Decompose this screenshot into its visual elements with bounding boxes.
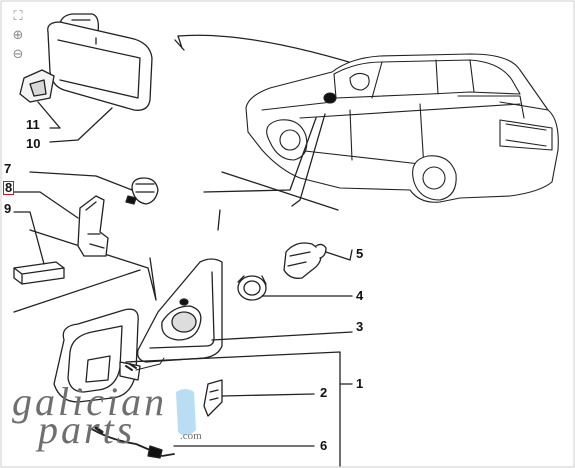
zoom-out-icon[interactable]: ⊖ — [12, 47, 24, 62]
part-9-pad — [13, 261, 65, 285]
part-7-plug — [125, 177, 159, 205]
leader-9 — [13, 211, 45, 265]
callout-11[interactable]: 11 — [26, 117, 40, 132]
assembly-bracket — [125, 351, 341, 467]
zoom-in-icon[interactable]: ⊕ — [12, 28, 24, 43]
watermark-accent — [176, 389, 196, 436]
watermark-text-line1: galician — [12, 379, 168, 424]
leader-3 — [211, 331, 353, 341]
interior-mirror — [47, 13, 153, 111]
leader-10 — [49, 107, 113, 143]
callout-6[interactable]: 6 — [320, 438, 328, 453]
callout-2[interactable]: 2 — [320, 385, 328, 400]
leader-mirror-to-car — [177, 34, 376, 71]
leader-8 — [13, 191, 79, 219]
callout-5[interactable]: 5 — [356, 246, 364, 261]
callout-7[interactable]: 7 — [4, 161, 12, 176]
exploded-view-bracket — [29, 229, 157, 301]
callout-3[interactable]: 3 — [356, 319, 364, 334]
part-8-cover — [77, 195, 109, 257]
callout-9[interactable]: 9 — [4, 201, 12, 216]
part-3-housing — [137, 258, 223, 363]
watermark-text-line2: parts — [38, 407, 136, 452]
leader-11 — [37, 101, 61, 129]
part-2-mirror-glass — [203, 379, 223, 417]
callout-10[interactable]: 10 — [26, 136, 41, 151]
leader-car-to-door-mirror — [203, 117, 317, 193]
leader-2 — [221, 393, 315, 397]
leader-7 — [29, 171, 133, 191]
part-5-holder — [283, 242, 327, 279]
callout-4[interactable]: 4 — [356, 288, 364, 303]
leader-5 — [325, 249, 353, 261]
part-1-mirror-assembly — [53, 308, 165, 403]
part-6-cable — [89, 426, 175, 459]
mirror-mount-clip — [19, 69, 55, 103]
fit-screen-icon[interactable]: ⛶ — [13, 9, 23, 24]
part-4-socket — [237, 275, 267, 301]
car-illustration — [245, 53, 559, 203]
callout-8-selected[interactable]: 8 — [3, 180, 15, 195]
watermark-domain-suffix: .com — [180, 430, 202, 442]
callout-1[interactable]: 1 — [356, 376, 364, 391]
